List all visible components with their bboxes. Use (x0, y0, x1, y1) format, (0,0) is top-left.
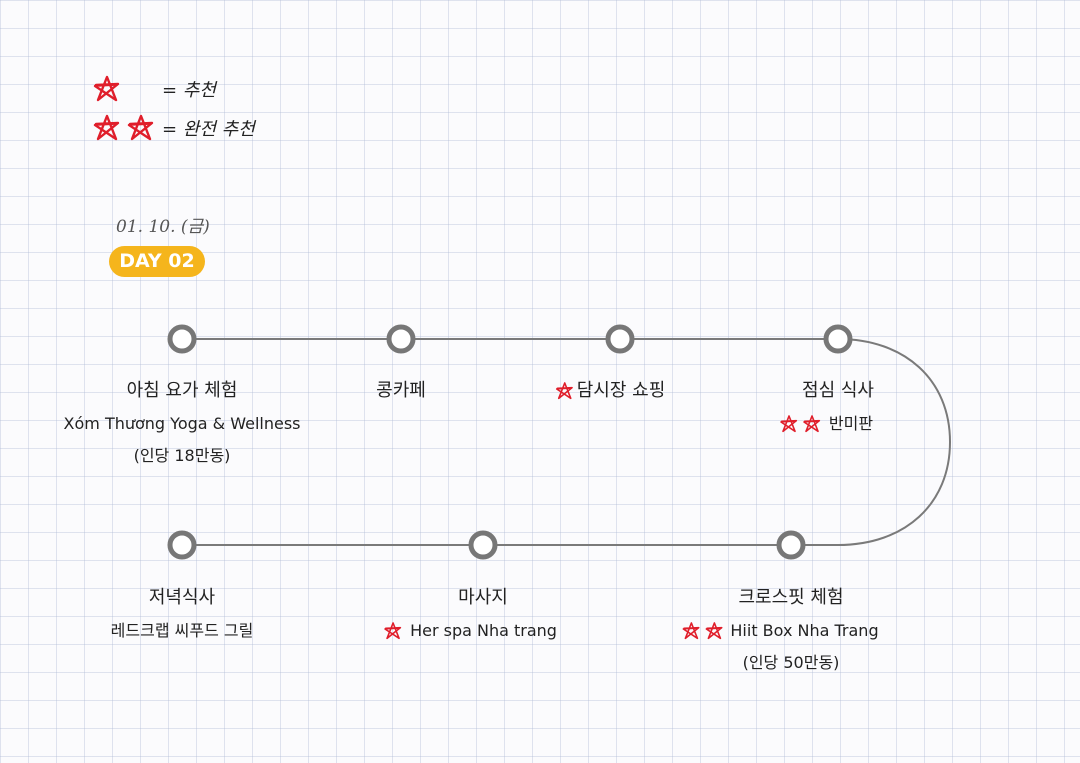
stop-marker (167, 324, 197, 354)
stop-place: Her spa Nha trang (410, 621, 557, 640)
stop-price: (인당 50만동) (742, 653, 840, 672)
stop-title: 마사지 (458, 587, 508, 608)
day-badge: DAY 02 (109, 246, 205, 277)
legend-recommend: = 추천 (92, 74, 216, 104)
legend-strong-recommend-label: = 완전 추천 (162, 119, 255, 140)
stop-marker (167, 530, 197, 560)
stop-marker (776, 530, 806, 560)
star-icon (555, 381, 575, 401)
stop-kong-cafe: 콩카페 (376, 379, 426, 403)
stop-marker (468, 530, 498, 560)
stop-marker (605, 324, 635, 354)
date-label: 01. 10. (금) (116, 217, 210, 237)
stop-title: 저녁식사 (148, 587, 216, 608)
stop-title: 크로스핏 체험 (738, 587, 844, 608)
stop-place: Hiit Box Nha Trang (730, 621, 879, 640)
stop-title: 아침 요가 체험 (126, 380, 238, 401)
stop-place: Xóm Thương Yoga & Wellness (63, 414, 301, 433)
legend-recommend-label: = 추천 (162, 80, 216, 101)
star-icon (779, 414, 799, 434)
star-icon (681, 621, 701, 641)
stop-title: 콩카페 (376, 380, 426, 401)
stop-marker (823, 324, 853, 354)
stop-lunch: 점심 식사 반미판 (802, 379, 874, 435)
stop-massage: 마사지 Her spa Nha trang (383, 586, 557, 642)
stop-price: (인당 18만동) (133, 446, 231, 465)
star-icon (704, 621, 724, 641)
stop-crossfit: 크로스핏 체험 Hiit Box Nha Trang (인당 50만동) (703, 586, 879, 674)
stop-morning-yoga: 아침 요가 체험 Xóm Thương Yoga & Wellness (인당 … (64, 379, 301, 467)
stop-marker (386, 324, 416, 354)
stop-dinner: 저녁식사 레드크랩 씨푸드 그릴 (111, 586, 254, 642)
stop-dam-market: 담시장 쇼핑 (555, 379, 666, 403)
stop-place: 레드크랩 씨푸드 그릴 (110, 621, 254, 640)
star-icon (802, 414, 822, 434)
stop-place: 반미판 (828, 414, 874, 433)
stop-title: 담시장 쇼핑 (576, 380, 666, 401)
star-icon (383, 621, 403, 641)
stop-title: 점심 식사 (802, 380, 874, 401)
legend-strong-recommend: = 완전 추천 (92, 113, 255, 143)
